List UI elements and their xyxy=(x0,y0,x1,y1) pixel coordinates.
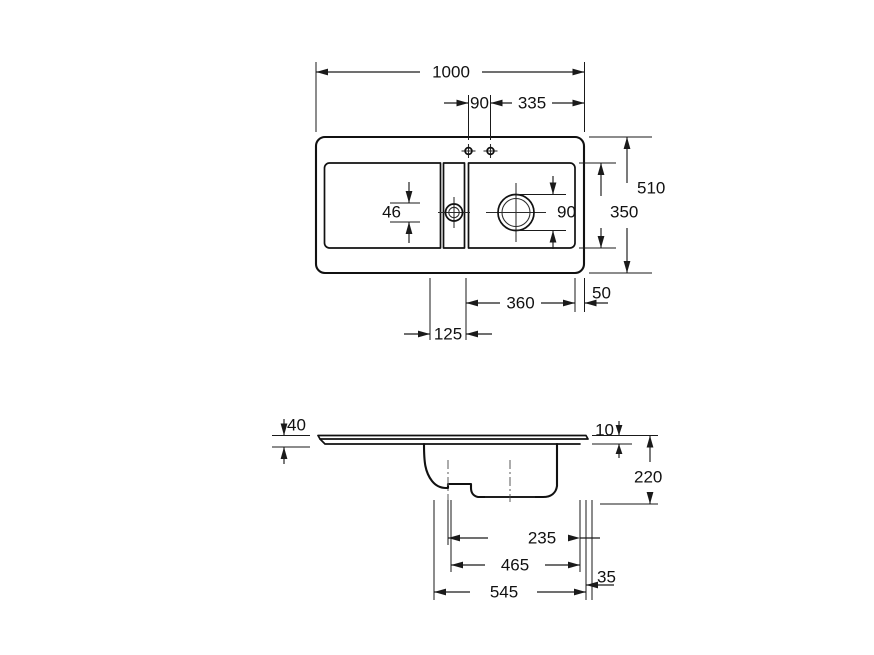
dim-label-465: 465 xyxy=(501,555,529,574)
dim-overall-depth: 510 xyxy=(589,136,665,274)
dim-label-125: 125 xyxy=(434,324,462,343)
dim-rim-thickness-right: 10 xyxy=(592,420,632,458)
dim-label-545: 545 xyxy=(490,582,518,601)
dim-rim-thickness-left: 40 xyxy=(272,415,310,464)
tap-hole-left-icon xyxy=(461,144,476,158)
dim-bowl-depth: 350 xyxy=(579,162,638,249)
middle-compartment xyxy=(442,162,466,249)
top-view-group xyxy=(314,135,586,275)
dim-large-drain: 90 xyxy=(516,176,576,249)
right-bowl xyxy=(467,162,576,249)
dim-total-span: 545 xyxy=(433,500,587,601)
dim-drain-offset: 125 xyxy=(404,278,492,343)
dim-label-35: 35 xyxy=(597,567,616,586)
side-bowl-profile xyxy=(422,442,559,499)
dim-label-50: 50 xyxy=(592,283,611,302)
left-drainer-basin xyxy=(323,162,442,249)
dim-label-90-taps: 90 xyxy=(470,93,489,112)
dim-right-offset-side: 35 xyxy=(586,500,616,600)
small-drain-icon xyxy=(438,197,470,228)
dim-bowl-inner-width: 235 xyxy=(447,500,600,547)
dim-label-360: 360 xyxy=(506,293,534,312)
dim-label-90-drain: 90 xyxy=(557,202,576,221)
dim-label-1000: 1000 xyxy=(432,62,470,81)
sink-outer-rim xyxy=(314,135,586,275)
side-rim-lip xyxy=(319,438,581,445)
dim-bowl-width: 360 xyxy=(465,278,576,312)
dim-label-10: 10 xyxy=(595,420,614,439)
dim-tap-hole-zone: 90 xyxy=(444,93,492,140)
dim-label-40: 40 xyxy=(287,415,306,434)
side-view-group xyxy=(317,434,589,502)
large-drain-icon xyxy=(486,183,546,242)
dim-rim-offset-right: 50 xyxy=(583,278,611,312)
tap-hole-right-icon xyxy=(483,144,498,158)
dim-label-46: 46 xyxy=(382,202,401,221)
dim-label-235: 235 xyxy=(528,528,556,547)
side-rim-top xyxy=(317,434,589,440)
dim-bowl-outer-width: 465 xyxy=(450,500,581,574)
dim-label-510: 510 xyxy=(637,178,665,197)
dim-label-220: 220 xyxy=(634,467,662,486)
dim-label-350: 350 xyxy=(610,202,638,221)
dim-right-offset: 335 xyxy=(490,93,586,132)
dim-label-335: 335 xyxy=(518,93,546,112)
dim-bowl-height: 220 xyxy=(600,434,662,505)
dim-small-drain: 46 xyxy=(382,182,420,243)
